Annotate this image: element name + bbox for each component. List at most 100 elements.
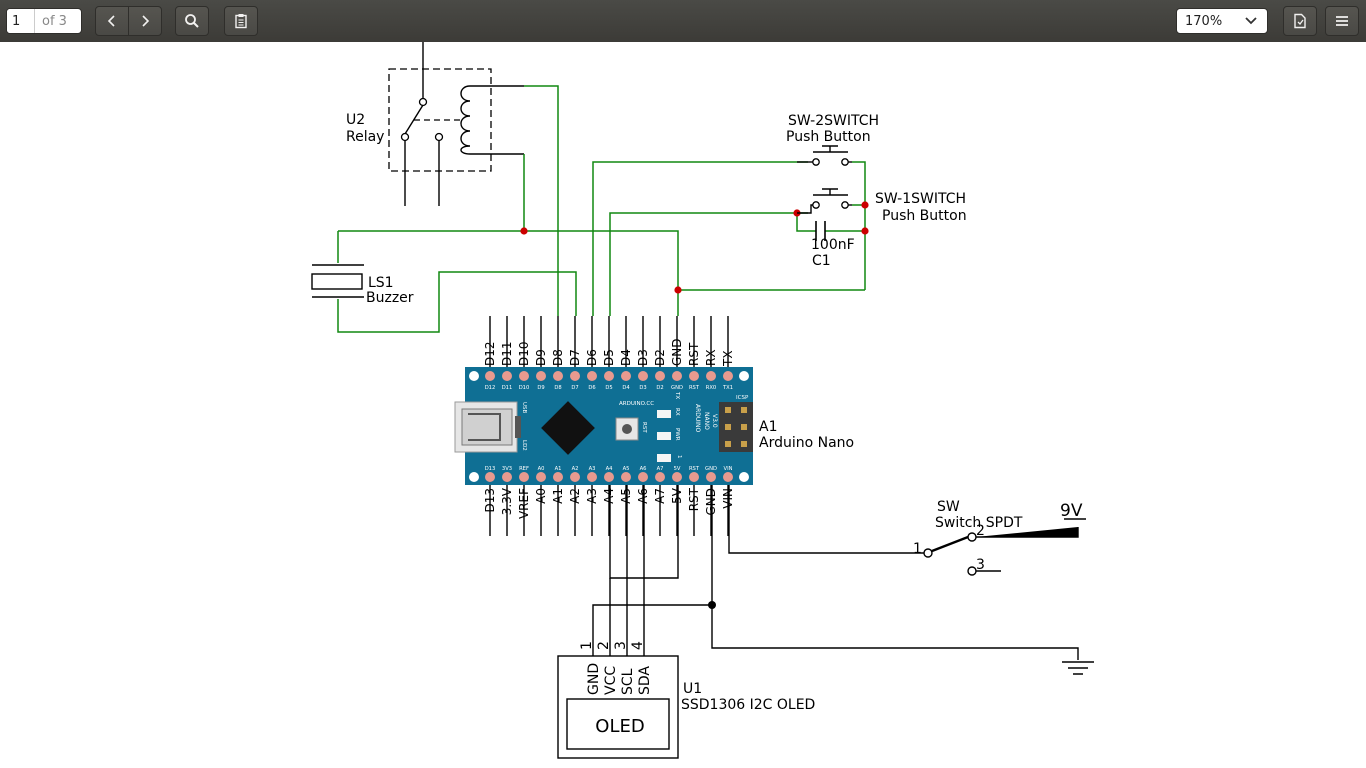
board-icsp-text: ICSP: [736, 395, 749, 401]
zoom-select[interactable]: 170%: [1176, 8, 1268, 34]
board-rx-text: RX: [674, 408, 680, 416]
nano-bottom-pin-label: A1: [551, 488, 565, 504]
nano-bottom-pin-label: VIN: [721, 488, 735, 509]
nano-top-pin-label: D12: [483, 341, 497, 366]
board-silk-bottom-label: REF: [519, 466, 529, 472]
nano-top-pin-label: D11: [500, 341, 514, 366]
nano-top-pin-label: D6: [585, 349, 599, 366]
board-pad: [485, 472, 495, 482]
nano-top-pin-label: D9: [534, 349, 548, 366]
board-silk-bottom-label: A7: [657, 466, 664, 472]
nano-bottom-pin-label: A5: [619, 488, 633, 504]
board-one-text: 1: [676, 455, 682, 459]
nano-top-pin-label: D8: [551, 349, 565, 366]
sw2-name: Push Button: [786, 129, 871, 145]
oled-pin-number: 2: [596, 641, 612, 650]
board-pad: [587, 472, 597, 482]
page-number-input[interactable]: [7, 9, 35, 33]
board-pad: [672, 371, 682, 381]
board-pad: [519, 371, 529, 381]
board-silk-top-label: D9: [537, 385, 544, 391]
menu-button[interactable]: [1325, 6, 1359, 36]
spdt-pin3: 3: [976, 557, 985, 573]
nano-bottom-pin-label: GND: [704, 488, 718, 516]
board-pad: [502, 371, 512, 381]
board-pad: [621, 371, 631, 381]
sw1-ref: SW-1SWITCH: [875, 191, 966, 207]
board-pad: [689, 371, 699, 381]
buzzer-ref: LS1: [368, 275, 394, 291]
nano-top-pin-label: RST: [687, 342, 701, 366]
board-silk-bottom-label: A4: [606, 466, 614, 472]
oled-pin-label: VCC: [603, 666, 619, 695]
board-usb-text: USB: [521, 402, 527, 414]
board-pad: [706, 371, 716, 381]
board-model1-text: ARDUINO: [694, 404, 701, 433]
board-silk-top-label: RX0: [706, 385, 716, 391]
ground-symbol: [1062, 661, 1094, 675]
board-mount-hole: [739, 371, 749, 381]
board-silk-bottom-label: A6: [640, 466, 647, 472]
document-properties-button[interactable]: [1283, 6, 1317, 36]
nano-ref: A1: [759, 419, 777, 435]
board-pad: [638, 472, 648, 482]
nano-bottom-pin-label: A6: [636, 488, 650, 504]
next-page-button[interactable]: [128, 6, 162, 36]
board-pad: [621, 472, 631, 482]
buzzer-name: Buzzer: [366, 290, 414, 306]
pushbutton-sw2: SW-2SWITCH Push Button: [786, 113, 879, 166]
board-silk-bottom-label: D13: [485, 466, 496, 472]
buzzer-ls1: LS1 Buzzer: [311, 264, 414, 306]
board-silk-top-label: D8: [554, 385, 561, 391]
board-pad: [536, 371, 546, 381]
board-silk-top-label: D6: [588, 385, 595, 391]
oled-pin-label: SCL: [620, 668, 636, 695]
board-silk-top-label: D4: [622, 385, 630, 391]
relay-name: Relay: [346, 129, 384, 145]
document-view[interactable]: U2 Relay SW-2SWITCH Push Button: [0, 42, 1366, 768]
capacitor-c1: 100nF C1: [811, 221, 855, 269]
battery-label: 9V: [1060, 501, 1083, 521]
board-silk-top-label: D3: [639, 385, 646, 391]
board-tx-text: TX: [674, 391, 680, 399]
board-pad: [519, 472, 529, 482]
black-wires: [592, 485, 1079, 660]
board-pwr-text: PWR: [674, 428, 680, 441]
oled-screen-label: OLED: [595, 716, 644, 737]
board-pad: [723, 371, 733, 381]
board-silk-top-label: D12: [485, 385, 496, 391]
board-silk-top-label: D10: [519, 385, 530, 391]
nano-bottom-pin-label: RST: [687, 487, 701, 511]
nano-top-pin-label: D5: [602, 349, 616, 366]
switch-spdt: 1 2 3 SW Switch SPDT 9V: [913, 499, 1086, 576]
nano-top-pin-label: RX: [704, 349, 718, 366]
clipboard-icon: [235, 14, 247, 29]
board-silk-top-label: D5: [605, 385, 612, 391]
relay-u2: U2 Relay: [346, 42, 524, 206]
board-silk-top-label: RST: [689, 385, 700, 391]
nano-top-pin-label: TX: [721, 350, 735, 367]
board-pad: [587, 371, 597, 381]
page-selector: of 3: [6, 8, 82, 34]
board-pad: [672, 472, 682, 482]
board-pads: [469, 371, 749, 482]
board-pad: [638, 371, 648, 381]
board-ld2-text: LD2: [521, 440, 527, 451]
previous-page-button[interactable]: [95, 6, 129, 36]
board-model2-text: NANO: [703, 412, 710, 430]
oled-ref: U1: [683, 681, 702, 697]
nano-bottom-pin-label: VREF: [517, 488, 531, 519]
board-silk-bottom-label: A0: [538, 466, 545, 472]
schematic-page: U2 Relay SW-2SWITCH Push Button: [311, 42, 1094, 759]
spdt-pin2: 2: [976, 523, 985, 539]
search-button[interactable]: [175, 6, 209, 36]
annotations-button[interactable]: [224, 6, 258, 36]
cap-value: 100nF: [811, 237, 855, 253]
board-arduino-cc-text: ARDUINO.CC: [619, 401, 654, 407]
spdt-ref: SW: [937, 499, 960, 515]
board-silk-top-label: TX1: [722, 385, 733, 391]
